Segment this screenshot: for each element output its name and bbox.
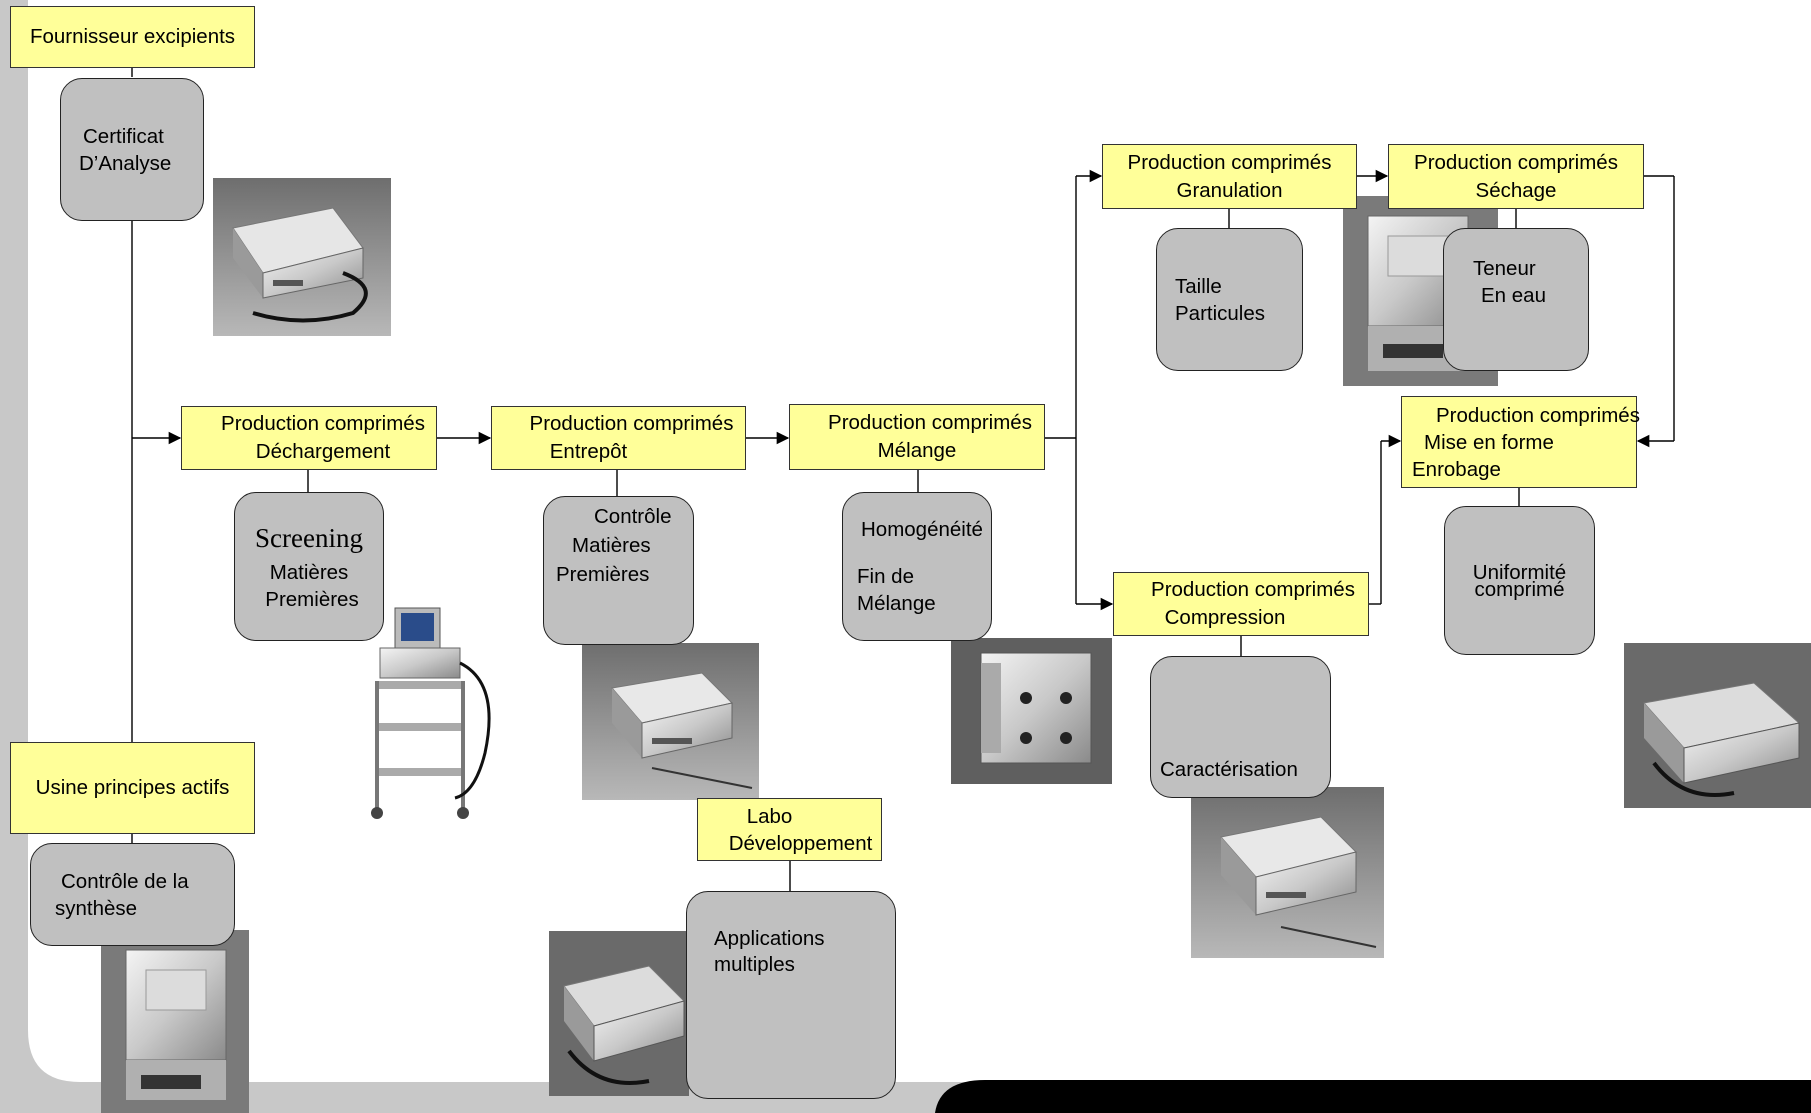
lab-check-line2: multiples (714, 953, 795, 976)
warehouse-check-line1: Contrôle (594, 505, 672, 528)
warehouse-check-line2: Matières (572, 534, 651, 557)
shaping-box: Production comprimés Mise en forme Enrob… (1401, 396, 1640, 488)
granulation-line2: Granulation (1176, 178, 1283, 202)
compression-check-box: Caractérisation (1150, 656, 1331, 798)
instrument-photo-lab (549, 931, 689, 1096)
api-plant-check-line1: Contrôle de la (61, 869, 189, 893)
drying-line1: Production comprimés (1414, 150, 1618, 174)
api-plant-box: Usine principes actifs (10, 742, 255, 834)
shaping-check-line1: Uniformité (1472, 560, 1567, 584)
instrument-photo-warehouse (582, 643, 759, 800)
instrument-photo-compression (1191, 787, 1384, 958)
supplier-check-line1: Certificat (83, 124, 164, 148)
supplier-check-box: Certificat D’Analyse (60, 78, 204, 221)
shaping-check-line2: comprimé (1474, 577, 1565, 601)
unloading-box: Production comprimés Déchargement (181, 406, 437, 470)
bottom-band (935, 1080, 1811, 1113)
drying-line2: Séchage (1475, 178, 1557, 202)
compression-box: Production comprimés Compression (1113, 572, 1369, 636)
shaping-check-box: Uniformité comprimé (1444, 506, 1595, 655)
warehouse-check-line3: Premières (556, 563, 650, 586)
granulation-check-line2: Particules (1175, 301, 1266, 325)
compression-line1: Production comprimés (1151, 578, 1355, 601)
lab-check-box: Applications multiples (686, 891, 896, 1099)
unloading-line1: Production comprimés (221, 412, 425, 435)
connectors (131, 67, 1675, 891)
cart-instrument-photo (355, 603, 505, 825)
mixing-check-line1: Homogénéité (861, 518, 983, 541)
granulation-box: Production comprimés Granulation (1102, 144, 1357, 209)
mixing-line1: Production comprimés (828, 411, 1032, 434)
warehouse-box: Production comprimés Entrepôt (491, 406, 746, 470)
granulation-check-line1: Taille (1175, 274, 1222, 298)
granulation-check-box: Taille Particules (1156, 228, 1303, 371)
instrument-photo-mixing (951, 638, 1112, 784)
drying-check-line1: Teneur (1473, 257, 1536, 280)
drying-check-box: Teneur En eau (1443, 228, 1589, 371)
supplier-title: Fournisseur excipients (29, 25, 236, 48)
shaping-line2: Mise en forme (1424, 430, 1554, 454)
unloading-check-line1: Screening (255, 522, 363, 553)
mixing-check-box: Homogénéité Fin de Mélange (842, 492, 992, 641)
lab-box: Labo Développement (697, 798, 882, 861)
dryer-photo-left (101, 930, 249, 1113)
compression-line2: Compression (1164, 606, 1286, 629)
supplier-box: Fournisseur excipients (10, 6, 255, 68)
api-plant-check-line2: synthèse (55, 896, 138, 920)
instrument-photo-right (1624, 643, 1811, 808)
drying-box: Production comprimés Séchage (1388, 144, 1644, 209)
warehouse-line1: Production comprimés (529, 412, 734, 435)
analyzer-photo (213, 178, 391, 336)
lab-line2: Développement (728, 831, 873, 855)
granulation-line1: Production comprimés (1127, 150, 1332, 174)
compression-check-line1: Caractérisation (1160, 758, 1298, 781)
mixing-check-line3: Mélange (857, 592, 936, 615)
warehouse-check-box: Contrôle Matières Premières (543, 496, 694, 645)
unloading-check-line3: Premières (265, 587, 359, 611)
lab-check-line1: Applications (714, 927, 825, 950)
unloading-line2: Déchargement (255, 440, 391, 463)
shaping-line3: Enrobage (1412, 457, 1501, 481)
unloading-check-box: Screening Matières Premières (234, 492, 384, 641)
unloading-check-line2: Matières (269, 560, 349, 584)
drying-check-line2: En eau (1481, 284, 1546, 307)
lab-line1: Labo (746, 804, 793, 828)
mixing-line2: Mélange (877, 439, 957, 462)
mixing-box: Production comprimés Mélange (789, 404, 1045, 470)
api-plant-title: Usine principes actifs (35, 776, 230, 799)
api-plant-check-box: Contrôle de la synthèse (30, 843, 235, 946)
warehouse-line2: Entrepôt (549, 440, 628, 463)
mixing-check-line2: Fin de (857, 565, 914, 588)
supplier-check-line2: D’Analyse (79, 151, 172, 175)
shaping-line1: Production comprimés (1436, 403, 1640, 427)
